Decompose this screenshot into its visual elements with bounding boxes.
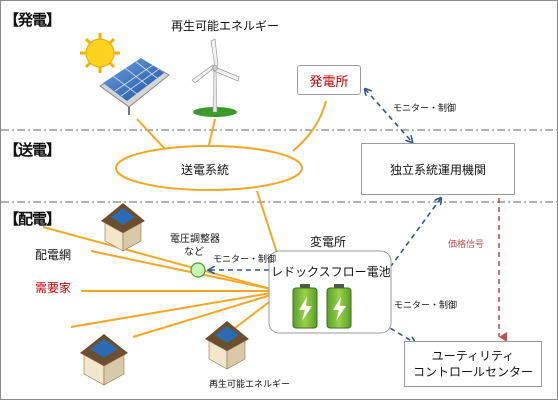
utility-control-center-box: ユーティリティ コントロールセンター [404,341,542,387]
line-wind-transmission [208,118,216,146]
feeder-4 [70,292,272,328]
feeder-1 [42,226,272,290]
renewable-label-top: 再生可能エネルギー [171,19,280,33]
line-plant-transmission [292,100,327,152]
voltage-regulator-sub-label: など [184,247,204,258]
feeder-renewable [230,298,274,332]
power-lines [42,100,327,338]
voltage-regulator-label: 電圧調整器 [170,234,220,245]
price-signal-label: 価格信号 [448,240,485,250]
transmission-ellipse [115,145,303,191]
substation-label: 変電所 [310,235,347,249]
utility-label-line2: コントロールセンター [412,365,533,379]
transmission-system-label: 送電系統 [181,163,230,177]
section-transmission: 【送電】 [4,141,61,159]
monitor-control-label-left: モニター・制御 [213,255,277,265]
solar-panel-icon [80,33,170,115]
section-generation: 【発電】 [4,11,61,29]
feeder-2 [90,250,272,290]
monitor-control-label-right: モニター・制御 [394,301,458,311]
consumers-label: 需要家 [35,281,72,295]
regulator-node-icon [190,262,206,278]
line-transmission-substation [256,190,278,254]
feeder-house [132,294,272,338]
house-icon [80,203,249,386]
distribution-network-label: 配電網 [35,248,72,262]
arrow-plant-operator [365,89,412,142]
independent-operator-box: 独立系統運用機関 [361,143,515,195]
line-solar-transmission [136,118,166,150]
utility-label-line1: ユーティリティ [431,349,515,363]
redox-battery-label: レドックスフロー電池 [271,265,391,279]
battery-icon [292,284,352,329]
power-plant-box: 発電所 [297,65,361,95]
renewable-label-bottom: 再生可能エネルギー [209,380,291,390]
section-distribution: 【配電】 [4,210,61,228]
wind-turbine-icon [191,38,240,117]
monitor-control-label-top: モニター・制御 [393,104,457,114]
arrow-battery-utility [375,319,415,343]
